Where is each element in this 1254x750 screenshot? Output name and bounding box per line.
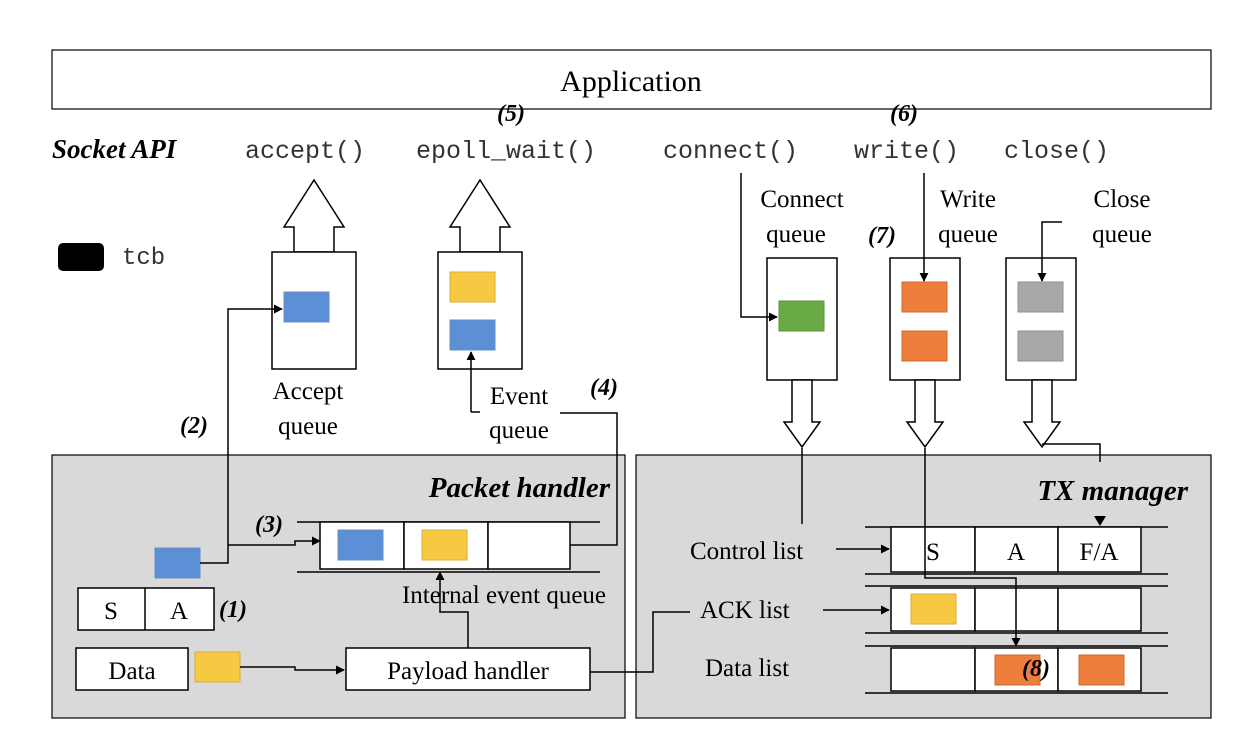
ack-list-cell-3 xyxy=(1057,587,1142,632)
write-queue-tcb-1 xyxy=(901,281,948,313)
connect-call-to-queue-line xyxy=(740,173,778,322)
packet-handler-title: Packet handler xyxy=(428,472,611,504)
write-queue-box xyxy=(889,257,961,381)
application-label: Application xyxy=(560,65,702,98)
data-tcb-yellow xyxy=(194,651,241,683)
control-cell-fa-text: F/A xyxy=(1080,539,1119,566)
connect-queue-tcb xyxy=(778,300,825,332)
internal-event-queue-cell-3 xyxy=(487,521,571,570)
control-list-cell-s xyxy=(890,526,976,573)
payload-handler-box xyxy=(345,647,591,691)
event-queue-tcb-yellow xyxy=(449,271,496,303)
flow-4-line xyxy=(560,412,618,546)
control-list-cell-a xyxy=(974,526,1059,573)
call-accept: accept() xyxy=(245,137,365,166)
payload-to-ack-list-line xyxy=(590,611,690,673)
event-queue-label-1: Event xyxy=(490,383,548,410)
close-queue-tcb-2 xyxy=(1017,330,1064,362)
control-list-label: Control list xyxy=(690,538,803,565)
syn-ack-flag-box xyxy=(77,587,215,631)
connect-down-arrow xyxy=(782,379,822,449)
data-list-cell-1 xyxy=(890,647,976,692)
close-queue-tcb-1 xyxy=(1017,281,1064,313)
internal-event-queue-tcb-yellow xyxy=(421,529,468,561)
data-label: Data xyxy=(108,658,155,685)
call-connect: connect() xyxy=(663,137,798,166)
call-epoll-wait: epoll_wait() xyxy=(416,137,596,166)
close-to-control-line xyxy=(1042,443,1101,462)
write-queue-label-2: queue xyxy=(938,221,998,248)
write-queue-label-1: Write xyxy=(940,186,996,213)
socket-api-label: Socket API xyxy=(52,134,178,164)
write-down-arrow xyxy=(905,379,945,449)
flow-2-line xyxy=(200,304,283,564)
internal-event-queue-tcb-blue xyxy=(337,529,384,561)
write-to-data-list-line xyxy=(924,448,1021,647)
event-queue-box xyxy=(437,251,523,370)
call-close: close() xyxy=(1004,137,1109,166)
close-queue-box xyxy=(1005,257,1077,381)
legend-tcb-swatch xyxy=(58,243,104,271)
accept-queue-tcb xyxy=(283,291,330,323)
control-list-cell-fa xyxy=(1057,526,1142,573)
ack-list-label: ACK list xyxy=(700,597,790,624)
control-cell-s-text: S xyxy=(926,539,940,566)
step-5-label: (5) xyxy=(497,101,525,127)
close-call-to-queue-line xyxy=(1037,221,1062,282)
step-3-label: (3) xyxy=(255,512,283,538)
fa-cell-pointer xyxy=(1094,516,1106,526)
step-4-label: (4) xyxy=(590,375,618,401)
ack-list-tcb-yellow xyxy=(910,593,957,625)
connect-queue-label-2: queue xyxy=(766,221,826,248)
event-queue-label-2: queue xyxy=(489,417,549,444)
close-queue-label-2: queue xyxy=(1092,221,1152,248)
data-list-tcb-orange-2 xyxy=(1078,654,1125,686)
data-list-tcb-orange-1 xyxy=(994,654,1041,686)
incoming-tcb-blue xyxy=(154,547,201,579)
legend-tcb-label: tcb xyxy=(122,245,165,272)
event-queue-tcb-blue xyxy=(449,319,496,351)
application-box xyxy=(51,49,1212,110)
close-down-arrow xyxy=(1022,379,1062,449)
payload-to-internal-queue-line xyxy=(435,571,469,648)
event-up-arrow xyxy=(448,178,512,253)
close-queue-label-1: Close xyxy=(1094,186,1151,213)
flow-3-line xyxy=(228,536,321,546)
call-write: write() xyxy=(854,137,959,166)
accept-up-arrow xyxy=(282,178,346,253)
step-1-label: (1) xyxy=(219,597,247,623)
step-2-label: (2) xyxy=(180,413,208,439)
payload-handler-label: Payload handler xyxy=(387,658,549,685)
accept-queue-label-2: queue xyxy=(278,413,338,440)
data-to-payload-line xyxy=(240,665,345,675)
step-7-label: (7) xyxy=(868,223,896,249)
step-8-label: (8) xyxy=(1022,656,1050,682)
flag-s: S xyxy=(104,598,118,625)
control-cell-a-text: A xyxy=(1007,539,1025,566)
connect-queue-label-1: Connect xyxy=(760,186,843,213)
step-6-label: (6) xyxy=(890,101,918,127)
data-box xyxy=(75,647,189,691)
data-list-label: Data list xyxy=(705,655,789,682)
accept-queue-label-1: Accept xyxy=(273,378,344,405)
tx-manager-title: TX manager xyxy=(1037,475,1188,507)
flag-a: A xyxy=(170,598,188,625)
internal-event-queue-label: Internal event queue xyxy=(402,582,606,609)
write-queue-tcb-2 xyxy=(901,330,948,362)
